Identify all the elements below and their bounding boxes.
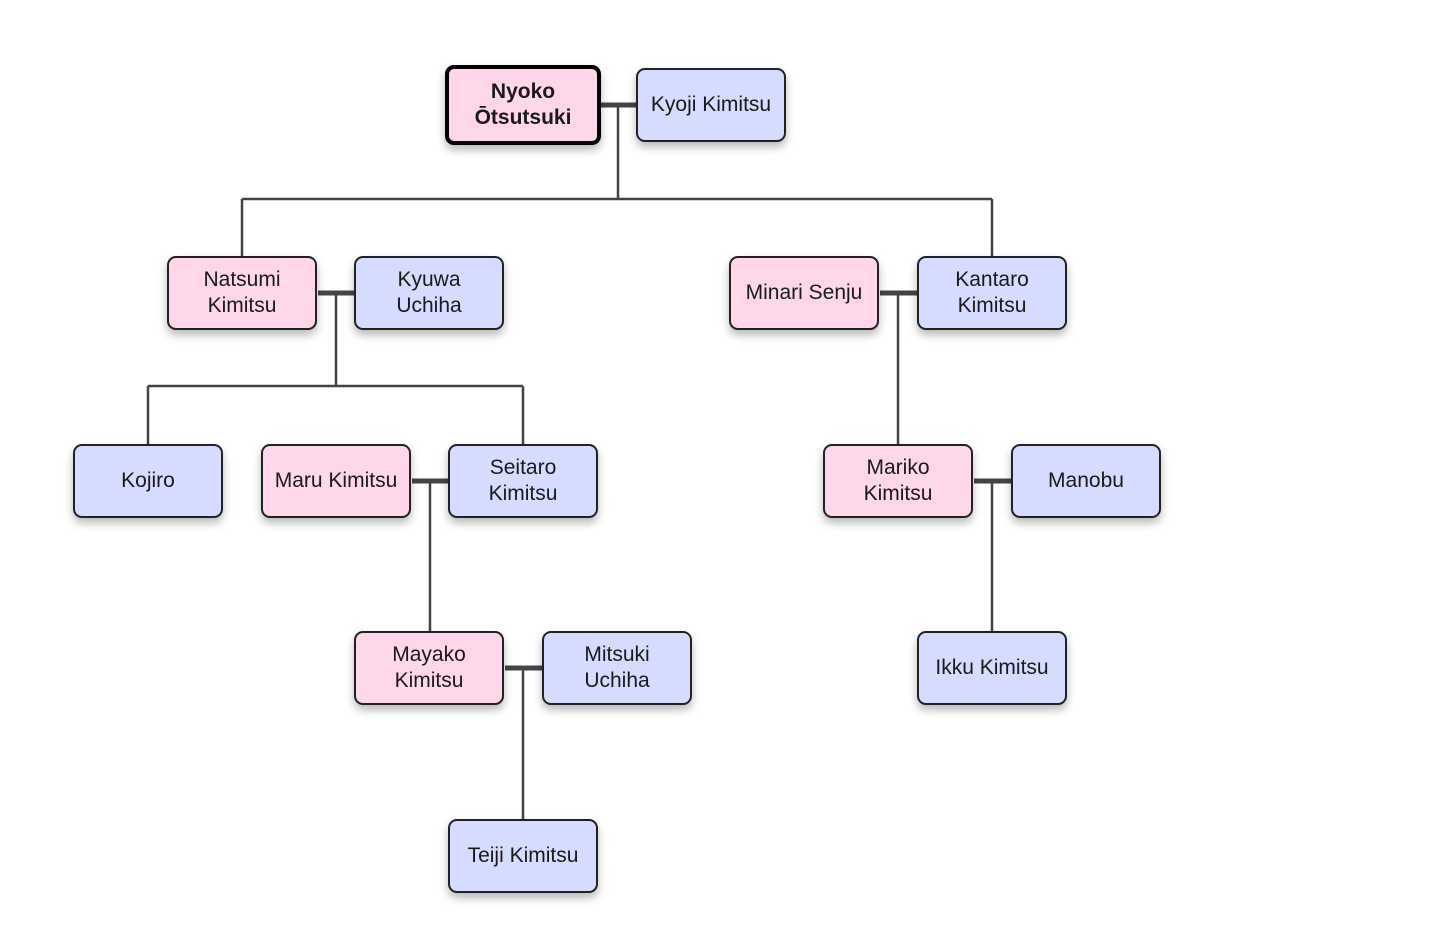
person-name: Mitsuki Uchiha — [584, 643, 650, 692]
person-nyoko-otsutsuki[interactable]: Nyoko Ōtsutsuki — [445, 65, 601, 145]
person-name: Kyoji Kimitsu — [650, 93, 772, 116]
person-maru-kimitsu[interactable]: Maru Kimitsu — [261, 444, 411, 518]
person-name: Kyuwa Uchiha — [396, 268, 462, 317]
person-name: Kantaro Kimitsu — [955, 268, 1029, 317]
person-mitsuki-uchiha[interactable]: Mitsuki Uchiha — [542, 631, 692, 705]
descent-nyoko-kyoji — [240, 105, 994, 256]
person-name: Nyoko Ōtsutsuki — [474, 80, 572, 129]
person-name: Natsumi Kimitsu — [203, 268, 281, 317]
person-name: Seitaro Kimitsu — [488, 456, 558, 505]
person-name: Manobu — [1048, 469, 1124, 492]
person-kantaro-kimitsu[interactable]: Kantaro Kimitsu — [917, 256, 1067, 330]
person-name: Ikku Kimitsu — [935, 656, 1049, 679]
person-manobu[interactable]: Manobu — [1011, 444, 1161, 518]
person-teiji-kimitsu[interactable]: Teiji Kimitsu — [448, 819, 598, 893]
person-name: Mayako Kimitsu — [392, 643, 466, 692]
person-minari-senju[interactable]: Minari Senju — [729, 256, 879, 330]
person-ikku-kimitsu[interactable]: Ikku Kimitsu — [917, 631, 1067, 705]
person-mayako-kimitsu[interactable]: Mayako Kimitsu — [354, 631, 504, 705]
person-seitaro-kimitsu[interactable]: Seitaro Kimitsu — [448, 444, 598, 518]
person-name: Kojiro — [121, 469, 175, 492]
person-name: Mariko Kimitsu — [863, 456, 933, 505]
person-natsumi-kimitsu[interactable]: Natsumi Kimitsu — [167, 256, 317, 330]
person-name: Minari Senju — [745, 281, 863, 304]
person-mariko-kimitsu[interactable]: Mariko Kimitsu — [823, 444, 973, 518]
person-kojiro[interactable]: Kojiro — [73, 444, 223, 518]
person-name: Teiji Kimitsu — [467, 844, 579, 867]
person-kyoji-kimitsu[interactable]: Kyoji Kimitsu — [636, 68, 786, 142]
person-name: Maru Kimitsu — [274, 469, 398, 492]
person-kyuwa-uchiha[interactable]: Kyuwa Uchiha — [354, 256, 504, 330]
